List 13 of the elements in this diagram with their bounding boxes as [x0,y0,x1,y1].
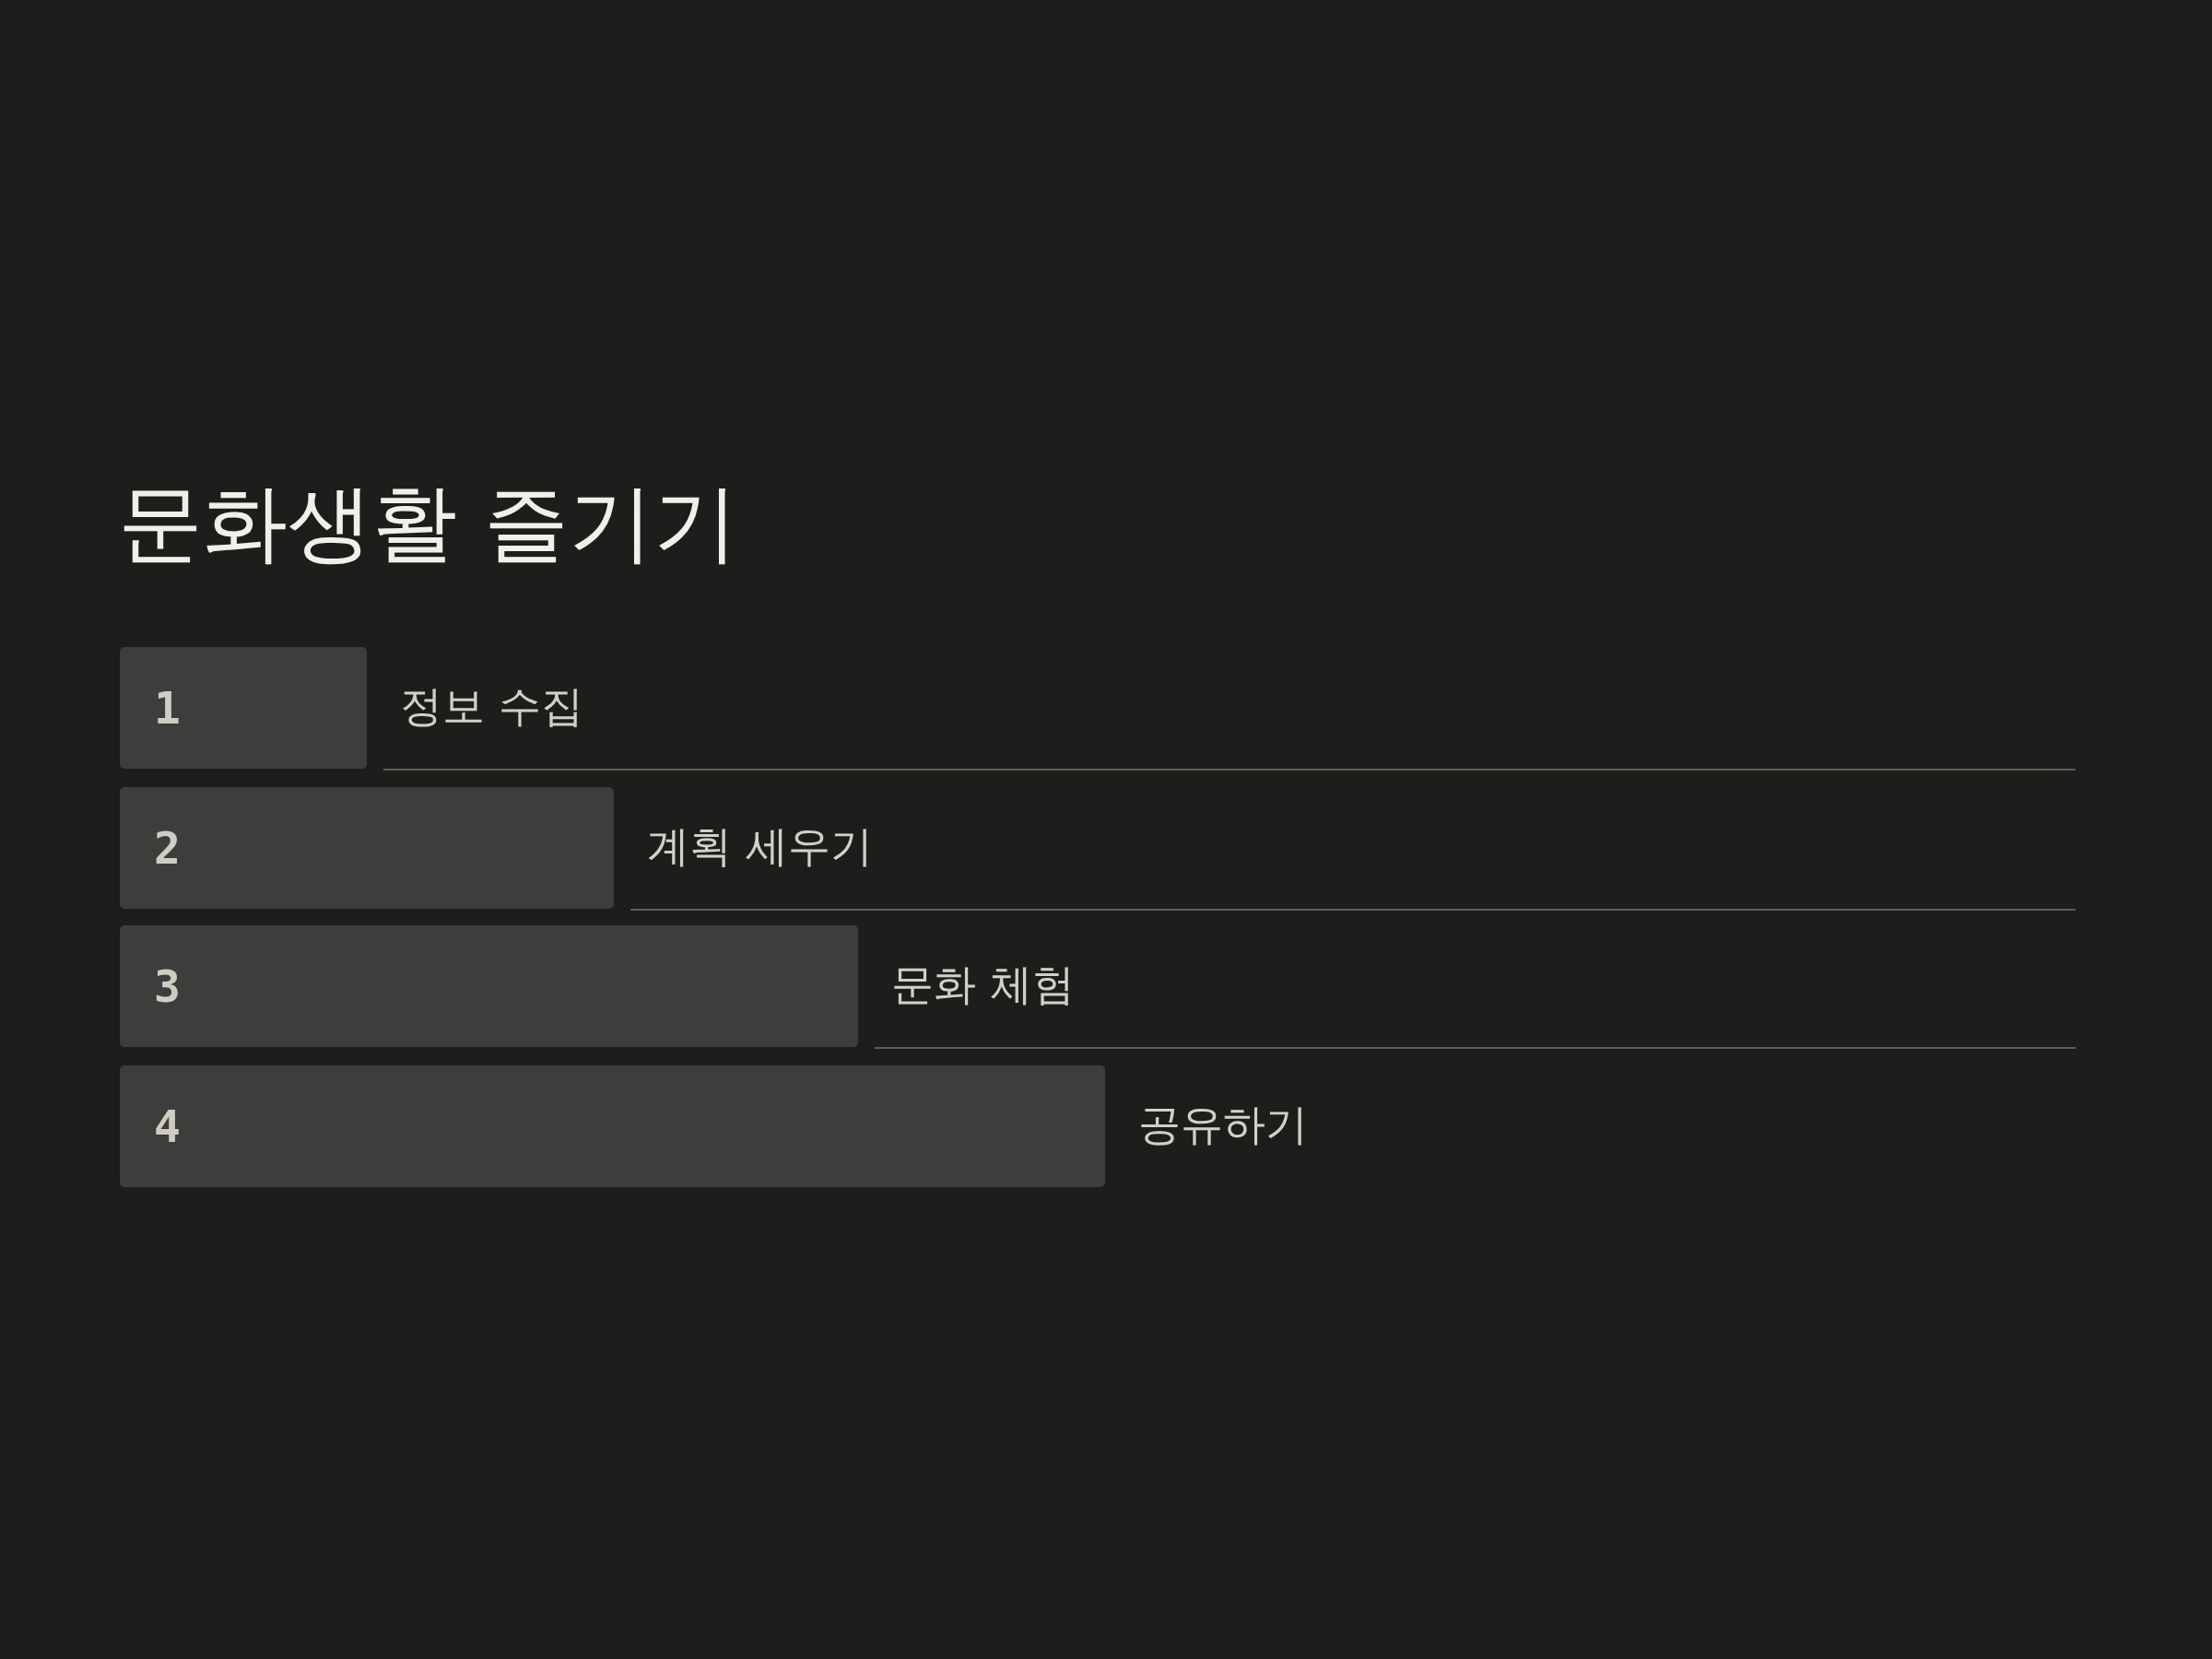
step-number: 3 [154,966,181,1006]
step-bar [120,1065,1105,1187]
step-bar [120,647,367,769]
step-bar [120,925,858,1047]
step-label: 공유하기 [1138,1099,1308,1150]
step-label: 계획 세우기 [647,820,873,872]
step-label: 정보 수집 [400,680,583,732]
step-number: 4 [154,1106,181,1147]
title: 문화생활 즐기기 [118,473,739,574]
step-bar [120,787,614,909]
step-number: 1 [154,688,181,728]
step-label: 문화 체험 [891,959,1075,1010]
step-number: 2 [154,828,181,868]
